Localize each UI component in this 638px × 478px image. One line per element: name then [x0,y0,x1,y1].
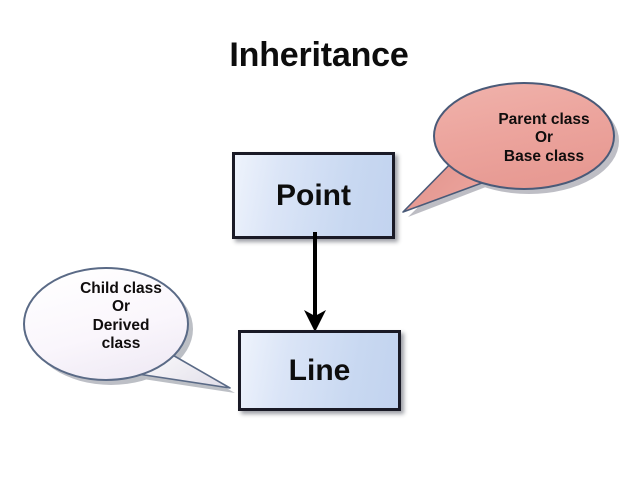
class-box-line-label: Line [288,353,351,387]
callout-parent-line-2: Or [534,129,554,147]
callout-parent-class: Parent class Or Base class [396,78,632,220]
callout-child-line-2: Or [111,298,131,316]
callout-child-line-4: class [101,334,141,352]
callout-child-line-1: Child class [80,280,162,297]
callout-parent-shape [402,82,619,217]
class-box-point[interactable]: Point [232,152,395,239]
class-box-point-label: Point [276,178,351,212]
page-title: Inheritance [229,36,409,74]
callout-child-line-3: Derived [92,316,150,334]
callout-child-text: Child class Or Derived class [34,280,208,353]
callout-parent-line-3: Base class [503,147,585,165]
inheritance-arrow [304,232,326,332]
callout-child-class: Child class Or Derived class [23,267,240,400]
class-box-line[interactable]: Line [238,330,401,411]
callout-child-shape [23,267,235,393]
callout-parent-text: Parent class Or Base class [460,111,628,166]
callout-parent-line-1: Parent class [498,111,590,128]
